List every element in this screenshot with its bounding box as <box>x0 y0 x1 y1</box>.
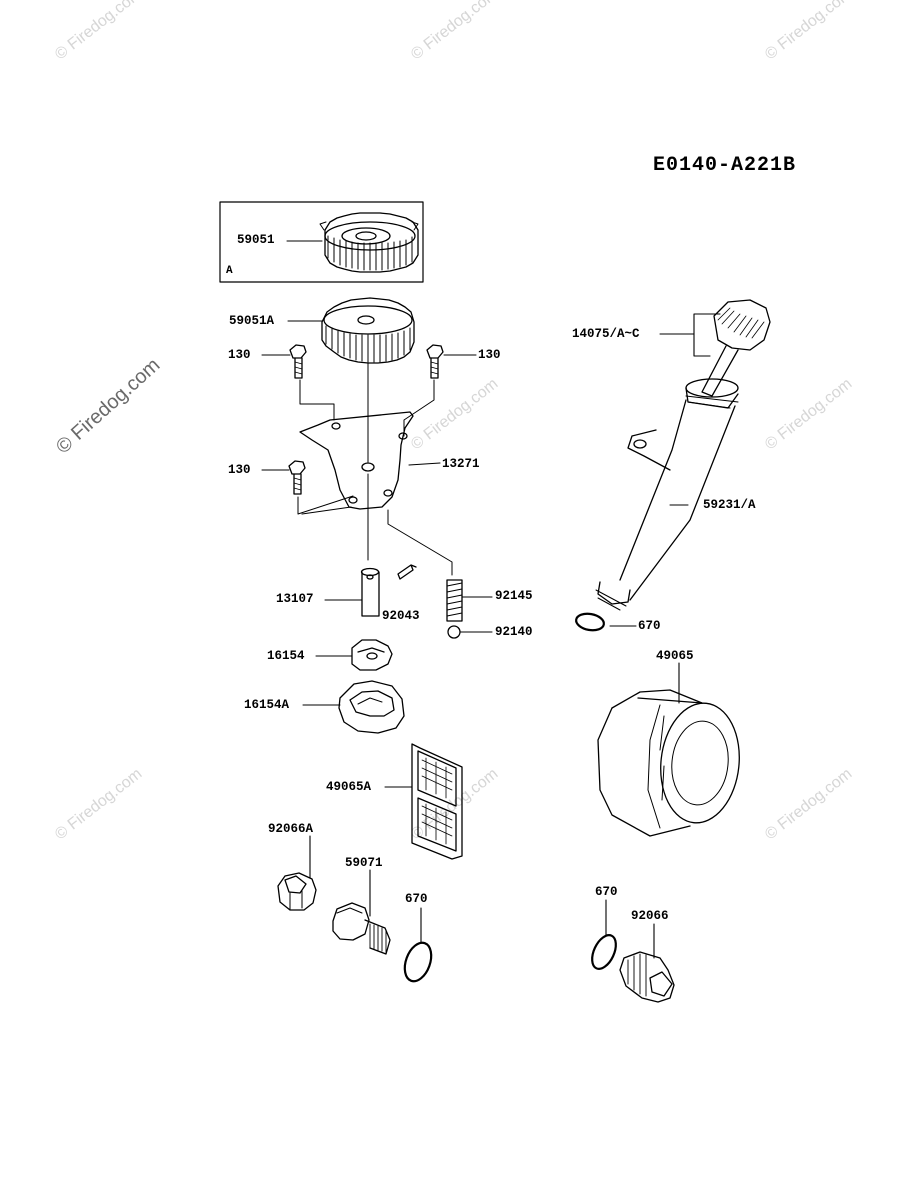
label-59051A: 59051A <box>229 314 275 328</box>
label-13107: 13107 <box>276 592 314 606</box>
o-ring-670-c <box>587 931 620 972</box>
label-92066A: 92066A <box>268 822 314 836</box>
diagram-code: E0140-A221B <box>653 154 797 177</box>
inner-rotor-16154 <box>352 640 392 670</box>
dipstick-tube-59231 <box>596 379 738 610</box>
plug-92066 <box>620 952 674 1002</box>
label-16154: 16154 <box>267 649 305 663</box>
label-670-a: 670 <box>405 892 428 906</box>
cover-plate-13271 <box>300 412 413 509</box>
plug-92066A <box>278 873 316 910</box>
oil-screen-49065A <box>412 744 462 859</box>
bolt-130-left <box>290 345 306 378</box>
label-670-c: 670 <box>595 885 618 899</box>
label-49065A: 49065A <box>326 780 372 794</box>
o-ring-670-b <box>575 612 605 633</box>
o-ring-670-a <box>400 939 436 985</box>
plug-59071 <box>333 903 390 954</box>
label-92145: 92145 <box>495 589 533 603</box>
inset-frame <box>220 202 423 282</box>
label-130-right: 130 <box>478 348 501 362</box>
bolt-130-mid <box>289 461 305 494</box>
dipstick-cap-14075 <box>702 300 770 396</box>
inset-tag: A <box>226 265 233 277</box>
label-130-mid: 130 <box>228 463 251 477</box>
gear-59051A <box>322 298 414 363</box>
label-49065: 49065 <box>656 649 694 663</box>
shaft-13107 <box>362 569 380 617</box>
label-92066: 92066 <box>631 909 669 923</box>
oil-filter-49065 <box>598 690 745 836</box>
leader-lines <box>262 241 720 958</box>
assembly-lines <box>298 363 452 575</box>
label-670-b: 670 <box>638 619 661 633</box>
label-59231: 59231/A <box>703 498 756 512</box>
label-92140: 92140 <box>495 625 533 639</box>
label-130-left: 130 <box>228 348 251 362</box>
label-13271: 13271 <box>442 457 480 471</box>
label-14075: 14075/A~C <box>572 327 640 341</box>
spring-92145 <box>447 580 462 621</box>
ball-92140 <box>448 626 460 638</box>
label-59071: 59071 <box>345 856 383 870</box>
label-16154A: 16154A <box>244 698 290 712</box>
gear-59051 <box>320 213 418 272</box>
bolt-130-right <box>427 345 443 378</box>
label-59051: 59051 <box>237 233 275 247</box>
pin-92043 <box>398 565 416 579</box>
label-92043: 92043 <box>382 609 420 623</box>
outer-rotor-16154A <box>339 681 404 733</box>
